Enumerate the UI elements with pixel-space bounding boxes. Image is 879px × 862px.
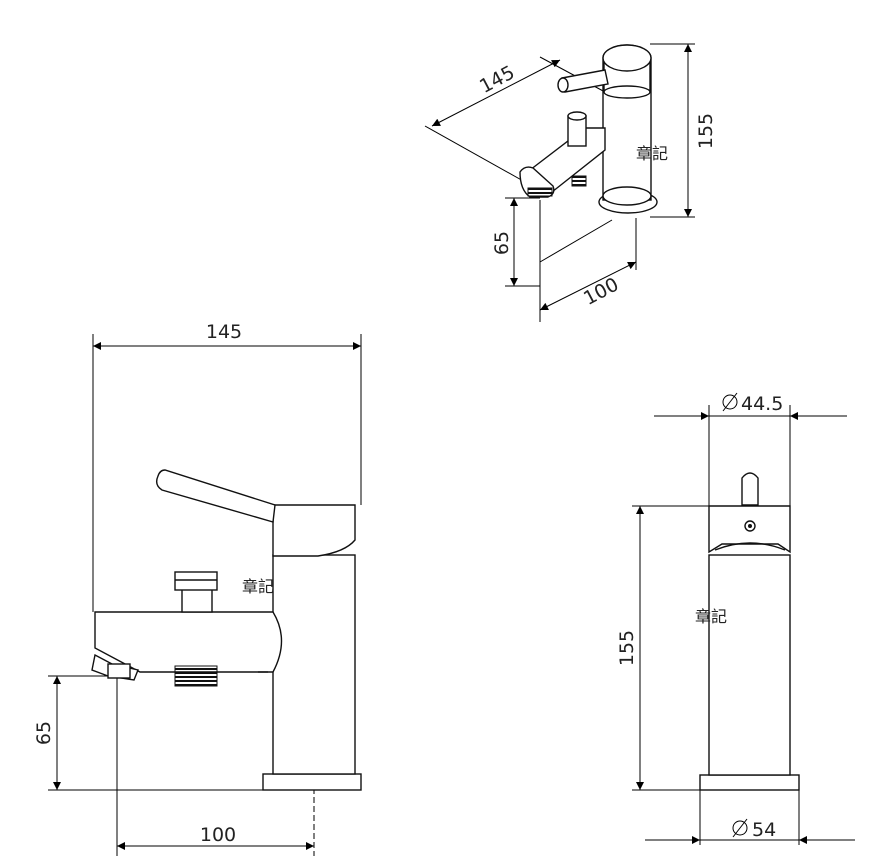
front-height-label: 155: [616, 630, 638, 666]
front-base-diameter-symbol: [732, 818, 748, 838]
side-view: 145 65 100 章記: [33, 321, 362, 856]
iso-height-label: 155: [695, 113, 717, 149]
side-width-label: 145: [206, 321, 242, 343]
iso-watermark: 章記: [636, 144, 668, 163]
front-faucet-body: [699, 472, 800, 791]
side-faucet-body: [91, 469, 362, 791]
iso-width-dimension-line: [431, 59, 561, 127]
front-base-diameter-label: 54: [752, 819, 776, 841]
iso-faucet-body: [519, 44, 658, 214]
iso-spout-reach-label: 100: [580, 273, 622, 309]
iso-spout-reach-dimension-line: [539, 261, 637, 311]
side-watermark: 章記: [242, 577, 274, 596]
front-top-diameter-label: 44.5: [741, 393, 783, 415]
front-top-diameter-symbol: [722, 392, 738, 412]
iso-spout-height-label: 65: [491, 231, 513, 255]
front-watermark: 章記: [695, 607, 727, 626]
side-spout-reach-label: 100: [200, 824, 236, 846]
front-view: 44.5 155 54 章記: [616, 392, 855, 845]
side-spout-height-label: 65: [33, 721, 55, 745]
isometric-view: 145 155 65 100: [424, 43, 717, 322]
